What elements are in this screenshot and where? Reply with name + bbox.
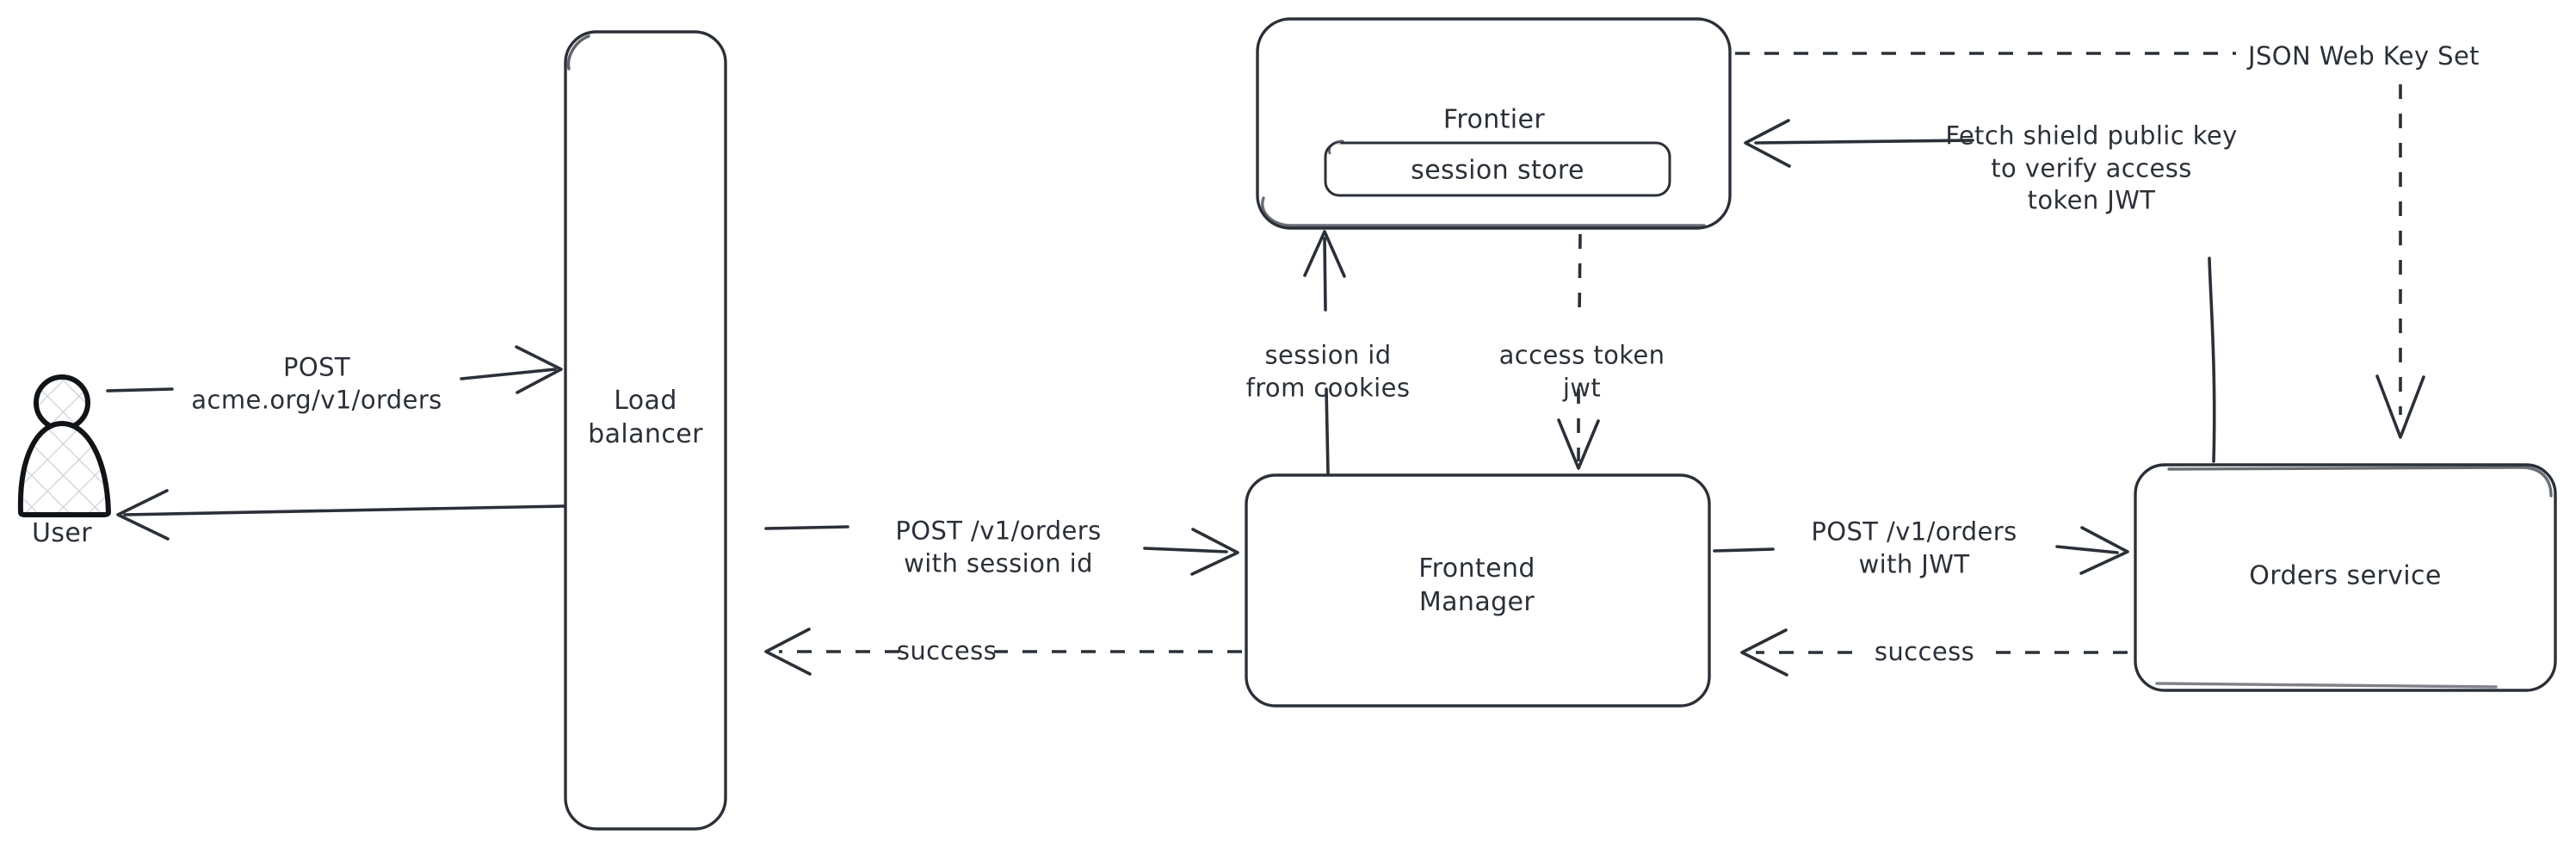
- person-icon: [17, 374, 111, 517]
- edge-frontier-to-orders-service: [1735, 52, 2425, 439]
- edge-frontier-to-frontend-manager: [1557, 233, 1600, 470]
- orders-service-node[interactable]: [2134, 463, 2557, 692]
- edge-frontend-manager-to-orders-service: [1713, 526, 2129, 575]
- edge-orders-service-to-frontier: [1744, 119, 2216, 463]
- edge-load-balancer-to-frontend-manager: [764, 525, 1239, 576]
- session-store-node: [1324, 141, 1671, 197]
- edge-user-to-load-balancer: [106, 345, 563, 394]
- edge-frontend-manager-to-frontier: [1303, 230, 1346, 475]
- frontier-node[interactable]: [1256, 17, 1732, 230]
- edge-load-balancer-to-user: [116, 489, 565, 541]
- load-balancer-node[interactable]: [564, 30, 727, 831]
- edge-frontend-manager-to-load-balancer: [764, 628, 1242, 676]
- frontend-manager-node[interactable]: [1245, 473, 1711, 708]
- edge-orders-service-to-frontend-manager: [1740, 628, 2128, 677]
